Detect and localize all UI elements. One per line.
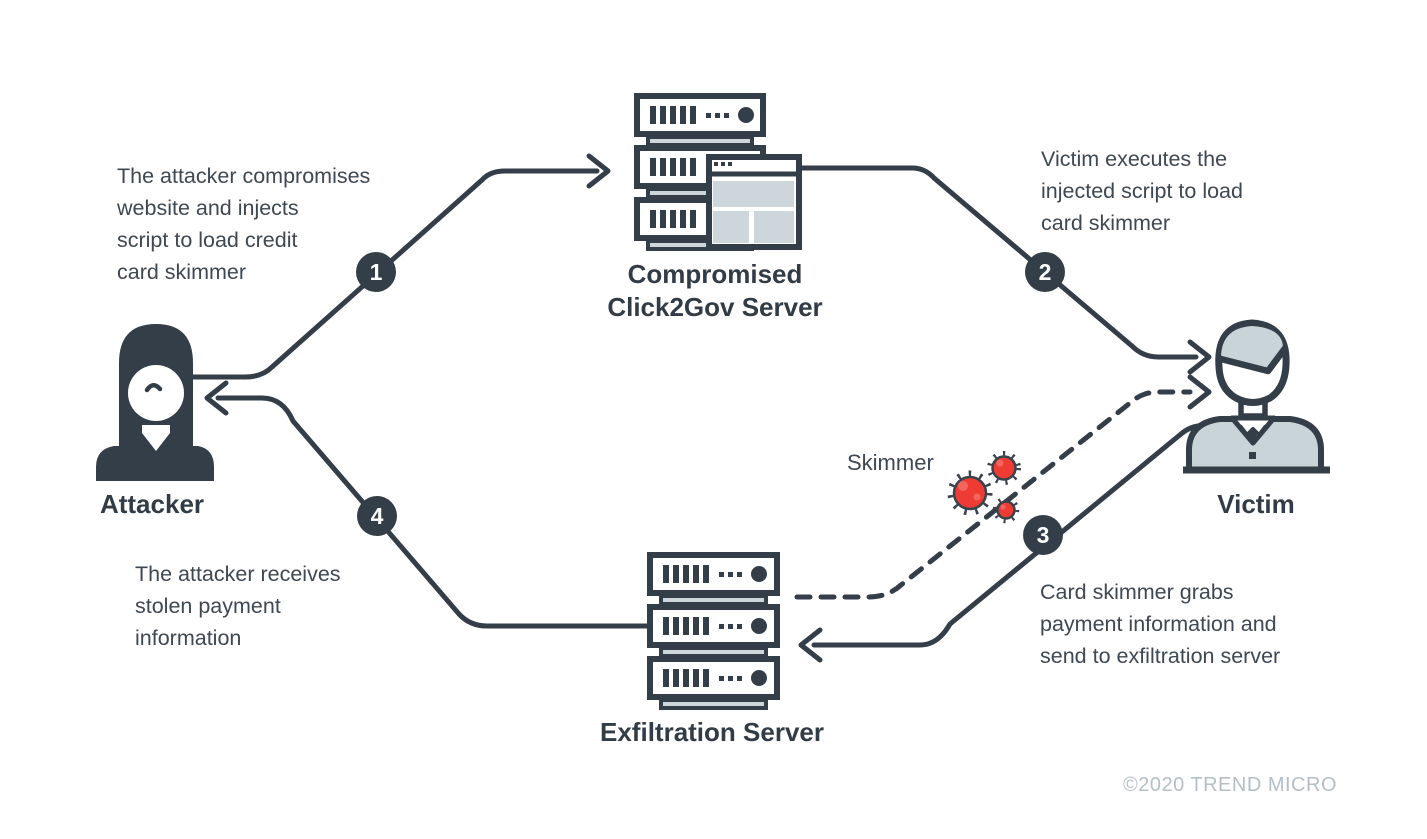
arrowhead-into-victim-solid — [1187, 339, 1212, 375]
arrowhead-into-server — [586, 153, 611, 189]
victim-label: Victim — [1217, 489, 1295, 519]
step-4-number: 4 — [370, 502, 384, 529]
step-4-badge: 4 — [357, 496, 397, 536]
arrowhead-into-attacker — [204, 380, 229, 416]
attacker-label: Attacker — [99, 489, 205, 519]
germ-large — [947, 470, 993, 516]
step-3-badge: 3 — [1023, 515, 1063, 555]
step-1-text: The attacker compromises website and inj… — [117, 164, 371, 284]
exfiltration-server-label: Exfiltration Server — [600, 717, 824, 747]
skimmer-label: Skimmer — [847, 450, 934, 475]
step-2-badge: 2 — [1025, 252, 1065, 292]
step-1-number: 1 — [369, 258, 383, 285]
browser-window-icon — [706, 154, 802, 250]
compromised-server-icon — [634, 93, 802, 251]
germ-small — [992, 496, 1020, 524]
skimmer-germs-icon — [947, 451, 1021, 524]
step-4-text: The attacker receives stolen payment inf… — [135, 562, 341, 650]
step-3-text: Card skimmer grabs payment information a… — [1040, 580, 1281, 668]
compromised-server-label: Compromised Click2Gov Server — [607, 259, 823, 322]
step-3-number: 3 — [1036, 521, 1050, 548]
arrowhead-into-exfil — [798, 627, 823, 663]
step-2-number: 2 — [1038, 258, 1052, 285]
arrowhead-into-victim-dashed — [1187, 374, 1212, 410]
copyright-notice: ©2020 TREND MICRO — [1122, 774, 1337, 796]
step-2-text: Victim executes the injected script to l… — [1041, 147, 1243, 235]
line-skimmer-dashed — [794, 389, 1193, 600]
exfiltration-server-icon — [647, 552, 780, 710]
step-1-badge: 1 — [356, 252, 396, 292]
germ-medium — [987, 451, 1021, 485]
victim-icon — [1183, 319, 1330, 474]
attacker-icon — [96, 324, 214, 481]
